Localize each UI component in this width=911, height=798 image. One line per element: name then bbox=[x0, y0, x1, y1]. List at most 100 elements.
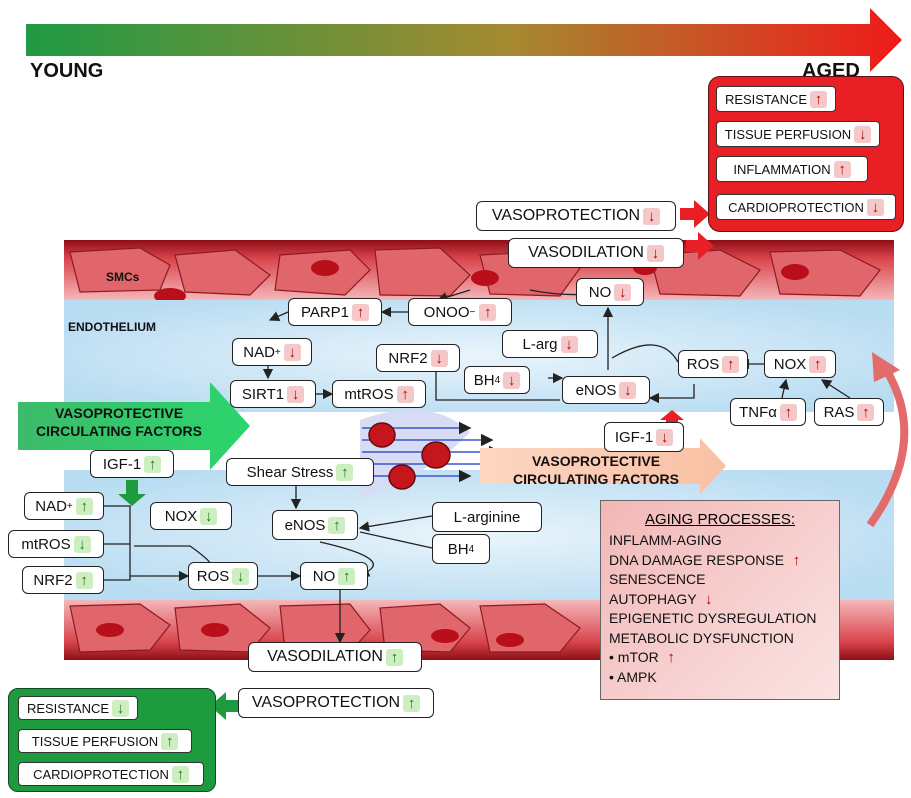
label-smcs: SMCs bbox=[106, 270, 140, 284]
up-arrow-icon: ↑ bbox=[779, 403, 797, 421]
young-nad: NAD+↑ bbox=[24, 492, 104, 520]
young-vasodilation: VASODILATION↑ bbox=[248, 642, 422, 672]
up-arrow-icon: ↑ bbox=[722, 355, 740, 373]
aged-no: NO↓ bbox=[576, 278, 644, 306]
label-vasoprotective-left: VASOPROTECTIVE CIRCULATING FACTORS bbox=[36, 405, 202, 439]
up-arrow-icon: ↑ bbox=[352, 303, 370, 321]
down-arrow-icon: ↓ bbox=[643, 207, 661, 225]
aging-item: INFLAMM-AGING bbox=[609, 532, 722, 548]
vasoprotective-arrow-right bbox=[480, 438, 726, 494]
age-gradient-arrow bbox=[26, 8, 902, 72]
young-nrf2: NRF2↑ bbox=[22, 566, 104, 594]
label-endothelium: ENDOTHELIUM bbox=[68, 320, 156, 334]
up-arrow-icon: ↑ bbox=[171, 765, 189, 783]
young-nox: NOX↓ bbox=[150, 502, 232, 530]
down-arrow-icon: ↓ bbox=[430, 349, 448, 367]
young-no: NO↑ bbox=[300, 562, 368, 590]
down-arrow-icon: ↓ bbox=[232, 567, 250, 585]
up-arrow-icon: ↑ bbox=[403, 694, 421, 712]
aged-ras: RAS↑ bbox=[814, 398, 884, 426]
up-arrow-icon: ↑ bbox=[338, 567, 356, 585]
up-arrow-icon: ↑ bbox=[161, 732, 179, 750]
aging-item: EPIGENETIC DYSREGULATION bbox=[609, 610, 817, 626]
aged-ros: ROS↑ bbox=[678, 350, 748, 378]
aged-nox: NOX↑ bbox=[764, 350, 836, 378]
young-larginine: L-arginine bbox=[432, 502, 542, 532]
up-arrow-icon: ↑ bbox=[328, 516, 346, 534]
arrow-to-aged-1 bbox=[680, 200, 710, 228]
young-outcome-tissue-perfusion: TISSUE PERFUSION↑ bbox=[18, 729, 192, 753]
young-enos: eNOS↑ bbox=[272, 510, 358, 540]
aging-item: METABOLIC DYSFUNCTION bbox=[609, 629, 794, 646]
down-arrow-icon: ↓ bbox=[705, 590, 713, 608]
aged-outcome-resistance: RESISTANCE↑ bbox=[716, 86, 836, 112]
young-ros: ROS↓ bbox=[188, 562, 258, 590]
aged-igf1: IGF-1↓ bbox=[604, 422, 684, 452]
down-arrow-icon: ↓ bbox=[854, 125, 872, 143]
young-igf1: IGF-1↑ bbox=[90, 450, 174, 478]
label-vasoprotective-right: VASOPROTECTIVE CIRCULATING FACTORS bbox=[513, 453, 679, 487]
aging-item: • AMPK bbox=[609, 668, 657, 685]
igf1-down-arrow bbox=[118, 480, 146, 506]
aged-vasodilation: VASODILATION↓ bbox=[508, 238, 684, 268]
young-outcome-resistance: RESISTANCE↓ bbox=[18, 696, 138, 720]
red-blood-cells bbox=[368, 422, 451, 490]
aged-connectors bbox=[262, 287, 851, 404]
aging-item: SENESCENCE bbox=[609, 571, 706, 587]
down-arrow-icon: ↓ bbox=[619, 381, 637, 399]
up-arrow-icon: ↑ bbox=[75, 571, 93, 589]
up-arrow-icon: ↑ bbox=[833, 160, 851, 178]
down-arrow-icon: ↓ bbox=[503, 371, 521, 389]
down-arrow-icon: ↓ bbox=[287, 385, 305, 403]
aged-nrf2: NRF2↓ bbox=[376, 344, 460, 372]
aged-nad: NAD+↓ bbox=[232, 338, 312, 366]
up-arrow-icon: ↑ bbox=[144, 455, 162, 473]
arrow-to-aged-2 bbox=[686, 232, 714, 260]
up-arrow-icon: ↑ bbox=[396, 385, 414, 403]
aged-tnfa: TNFα↑ bbox=[730, 398, 806, 426]
down-arrow-icon: ↓ bbox=[73, 535, 91, 553]
aged-enos: eNOS↓ bbox=[562, 376, 650, 404]
aging-item: • mTOR ↑ bbox=[609, 648, 831, 668]
down-arrow-icon: ↓ bbox=[112, 699, 130, 717]
up-arrow-icon: ↑ bbox=[385, 648, 403, 666]
down-arrow-icon: ↓ bbox=[200, 507, 218, 525]
down-arrow-icon: ↓ bbox=[656, 428, 674, 446]
aged-onoo: ONOO−↑ bbox=[408, 298, 512, 326]
aging-processes-panel: AGING PROCESSES: INFLAMM-AGING DNA DAMAG… bbox=[600, 500, 840, 700]
vasoprotective-arrow-left bbox=[18, 382, 250, 470]
young-mtros: mtROS↓ bbox=[8, 530, 104, 558]
aging-processes-title: AGING PROCESSES: bbox=[644, 511, 796, 528]
up-arrow-icon: ↑ bbox=[810, 90, 828, 108]
up-arrow-icon: ↑ bbox=[75, 497, 93, 515]
aged-parp1: PARP1↑ bbox=[288, 298, 382, 326]
vessel-top-wall bbox=[64, 240, 894, 304]
up-arrow-icon: ↑ bbox=[667, 649, 675, 666]
up-arrow-icon: ↑ bbox=[336, 463, 354, 481]
arrow-to-young bbox=[210, 692, 238, 720]
aged-outcome-inflammation: INFLAMMATION↑ bbox=[716, 156, 868, 182]
down-arrow-icon: ↓ bbox=[646, 244, 664, 262]
down-arrow-icon: ↓ bbox=[560, 335, 578, 353]
aged-outcome-cardioprotection: CARDIOPROTECTION↓ bbox=[716, 194, 896, 220]
aged-vasoprotection: VASOPROTECTION↓ bbox=[476, 201, 676, 231]
up-arrow-icon: ↑ bbox=[809, 355, 827, 373]
down-arrow-icon: ↓ bbox=[283, 343, 301, 361]
young-vasoprotection: VASOPROTECTION↑ bbox=[238, 688, 434, 718]
aged-sirt1: SIRT1↓ bbox=[230, 380, 316, 408]
down-arrow-icon: ↓ bbox=[614, 283, 632, 301]
aged-outcome-tissue-perfusion: TISSUE PERFUSION↓ bbox=[716, 121, 880, 147]
label-young: YOUNG bbox=[30, 60, 104, 82]
up-arrow-icon: ↑ bbox=[479, 303, 497, 321]
aging-feedback-arrow bbox=[866, 365, 909, 528]
up-arrow-icon: ↑ bbox=[857, 403, 875, 421]
young-shear-stress: Shear Stress↑ bbox=[226, 458, 374, 486]
aging-item: AUTOPHAGY ↓ bbox=[609, 590, 831, 610]
down-arrow-icon: ↓ bbox=[866, 198, 884, 216]
young-outcome-cardioprotection: CARDIOPROTECTION↑ bbox=[18, 762, 204, 786]
aged-mtros: mtROS↑ bbox=[332, 380, 426, 408]
aging-item: DNA DAMAGE RESPONSE ↑ bbox=[609, 551, 831, 571]
aged-larg: L-arg↓ bbox=[502, 330, 598, 358]
